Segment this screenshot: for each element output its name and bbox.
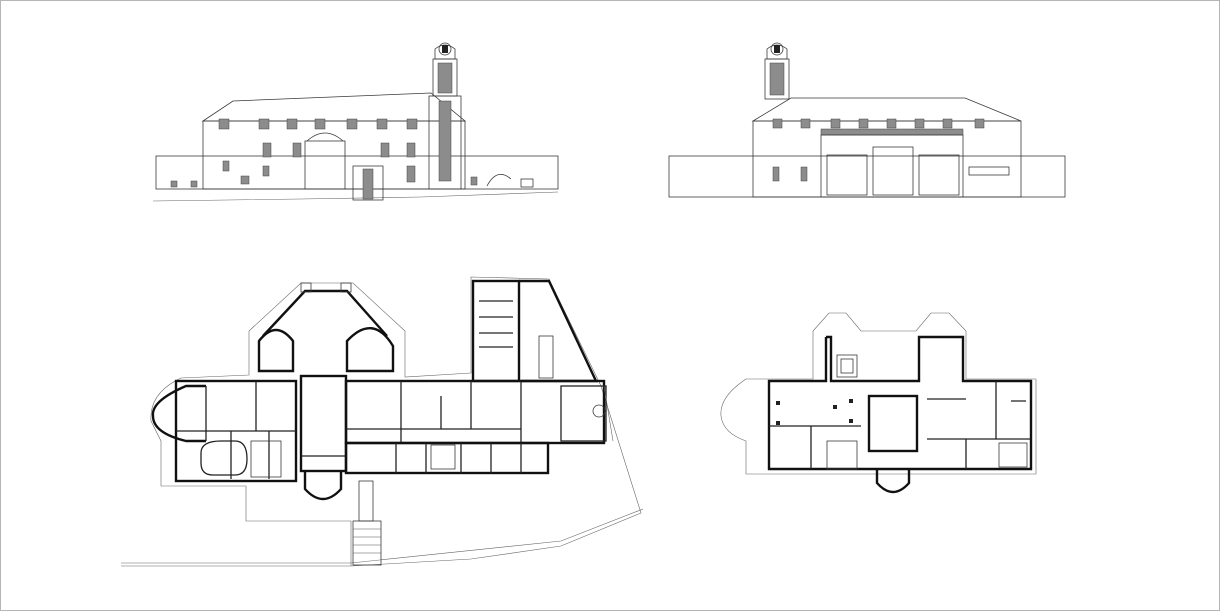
upper-floor-east-stair	[998, 442, 1028, 468]
ground-floor-right-apse	[345, 326, 395, 373]
ground-floor-left-apse	[257, 328, 295, 373]
rear-elevation-dormers	[772, 118, 985, 129]
ground-floor-east-room	[560, 385, 607, 442]
ground-floor-central-hall	[299, 374, 348, 473]
rear-elevation-windows	[772, 166, 1010, 182]
upper-floor-exterior-wall	[767, 335, 1033, 471]
front-elevation	[152, 42, 559, 202]
upper-floor-plan	[720, 312, 1037, 494]
rear-elevation-roof	[751, 97, 1022, 122]
ground-floor-west-rotunda	[151, 384, 206, 443]
upper-floor-columns	[776, 399, 853, 425]
front-elevation-tower	[428, 42, 462, 190]
ground-floor-service-rooms	[344, 441, 550, 475]
upper-floor-central-court	[867, 394, 919, 453]
ground-floor-west-stair	[250, 440, 282, 478]
rear-elevation-loggia	[820, 128, 964, 198]
upper-floor-top-stair	[836, 354, 858, 378]
ground-floor-east-wing	[344, 379, 606, 445]
ground-floor-site-outline	[121, 276, 642, 567]
ground-floor-oval-room	[200, 440, 248, 476]
rear-elevation-tower	[764, 42, 790, 100]
ground-floor-entrance-steps	[352, 480, 382, 566]
front-elevation-entrance	[304, 132, 384, 201]
front-elevation-low-wing	[155, 155, 559, 190]
upper-floor-outline	[720, 312, 1037, 475]
front-elevation-wing-windows	[170, 173, 534, 188]
upper-floor-bay	[875, 469, 911, 494]
ground-floor-path	[121, 508, 644, 564]
ground-floor-entrance-bay	[303, 471, 343, 501]
ground-floor-northeast-block	[471, 279, 521, 383]
front-elevation-ground-line	[152, 191, 559, 202]
front-elevation-dormer-row	[218, 118, 418, 130]
front-elevation-roof	[201, 92, 467, 122]
front-elevation-windows	[222, 142, 448, 185]
ground-floor-service-stair	[430, 444, 456, 470]
ground-floor-plan	[121, 276, 644, 567]
rear-elevation	[668, 42, 1066, 198]
upper-floor-west-stair	[826, 440, 858, 470]
ground-floor-kitchen-wing	[519, 279, 598, 383]
ground-floor-salon-wall	[262, 289, 388, 337]
